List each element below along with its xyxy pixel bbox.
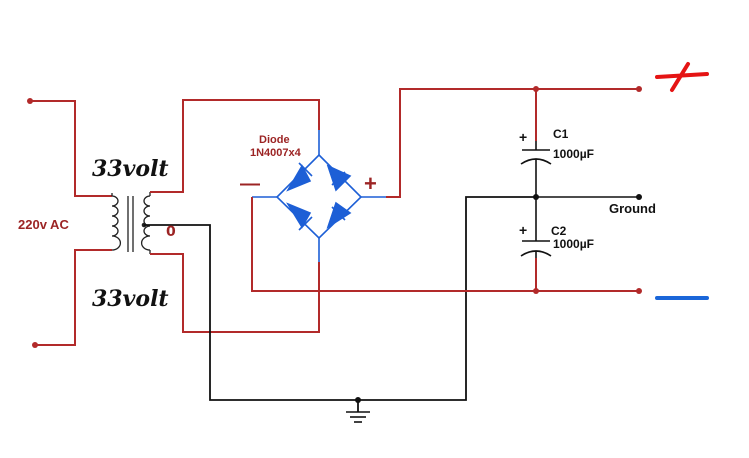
negative-terminal (636, 288, 642, 294)
negative-rail-wire (251, 197, 639, 292)
secondary-voltage-top-label: 33volt (92, 156, 169, 182)
diode-top-right-bar (331, 171, 346, 186)
primary-coil (111, 195, 121, 251)
c1-name: C1 (553, 127, 569, 141)
primary-wires (30, 100, 112, 346)
diode-bottom-left (286, 202, 312, 229)
input-voltage-label: 220v AC (18, 217, 69, 232)
positive-rail-node (533, 86, 539, 92)
bridge-plus-sign: + (364, 171, 377, 196)
c2-value: 1000µF (553, 237, 594, 251)
primary-terminal-bottom (32, 342, 38, 348)
diode-icon (286, 162, 352, 231)
center-tap-label: 0 (166, 224, 176, 240)
secondary-voltage-bottom-label: 33volt (92, 286, 169, 312)
diode-bridge (252, 130, 386, 262)
bridge-name-label: Diode (259, 134, 290, 146)
ground-junction (355, 397, 361, 403)
positive-terminal (636, 86, 642, 92)
negative-rail-node (533, 288, 539, 294)
ground-terminal (636, 194, 642, 200)
primary-bottom-wire (35, 249, 112, 346)
c2-polarity: + (519, 222, 527, 238)
transformer-icon (111, 195, 151, 252)
diode-bottom-right-bar (331, 206, 346, 221)
positive-output-mark (655, 62, 709, 92)
bridge-diamond (275, 153, 363, 240)
bridge-part-label: 1N4007x4 (250, 147, 302, 159)
ground-symbol-icon (346, 411, 370, 423)
secondary-bottom-wire (150, 253, 320, 333)
cap-midpoint-node (533, 194, 539, 200)
ground-label: Ground (609, 201, 656, 216)
secondary-coil (141, 195, 151, 251)
c2-name: C2 (551, 224, 567, 238)
bridge-minus-sign: — (240, 173, 260, 195)
output-wires (251, 88, 639, 292)
c1-value: 1000µF (553, 147, 594, 161)
capacitor-icon (520, 141, 639, 258)
center-tap-wires (144, 196, 536, 412)
positive-rail-wire (386, 88, 639, 198)
center-tap-wire (144, 196, 536, 401)
secondary-top-wire (150, 99, 320, 193)
diode-top-left (286, 164, 312, 192)
primary-top-wire (30, 100, 112, 197)
primary-terminal-top (27, 98, 33, 104)
plus-mark-vertical (670, 62, 690, 92)
diode-top-left-bar (298, 162, 313, 177)
secondary-wires (150, 99, 320, 333)
diode-bottom-left-bar (298, 216, 313, 231)
c1-polarity: + (519, 129, 527, 145)
